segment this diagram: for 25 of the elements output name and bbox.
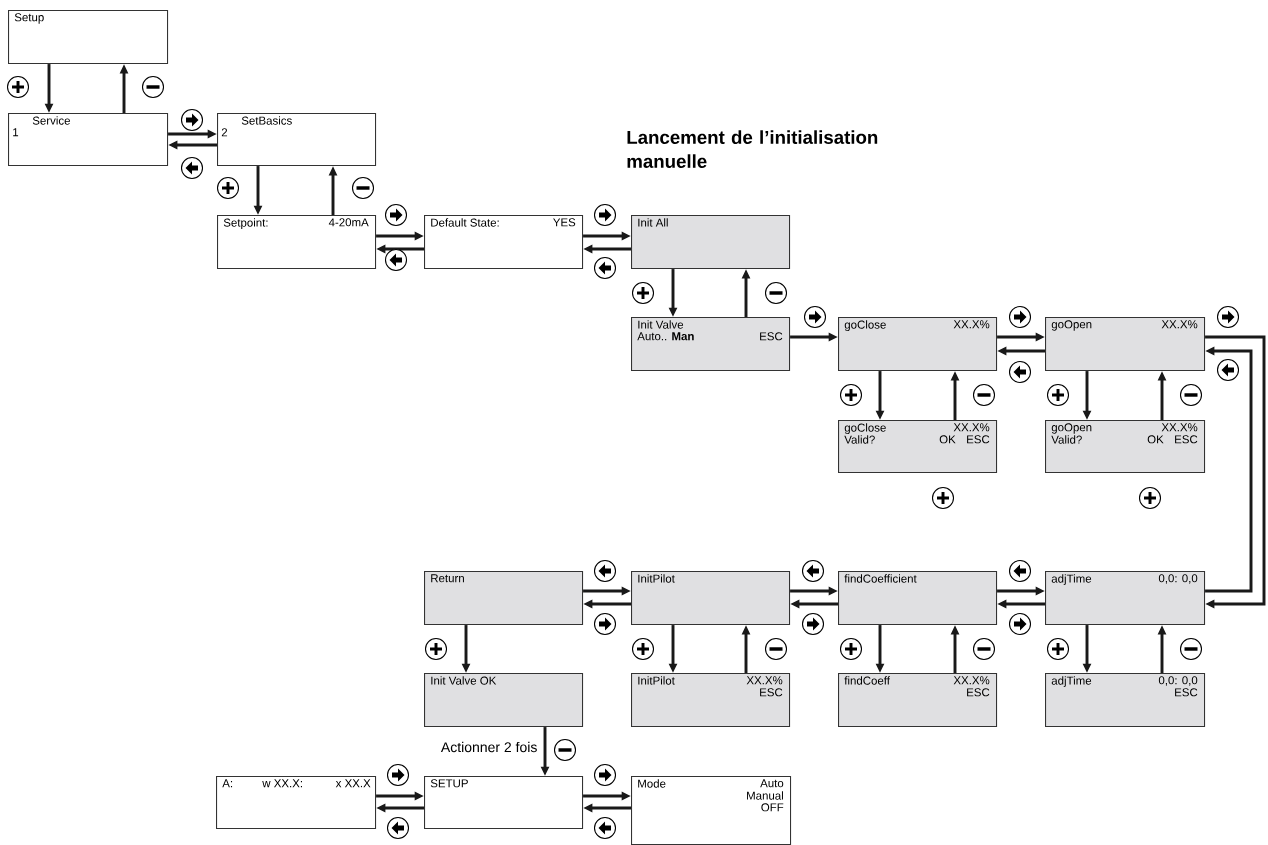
display-box: Default State: YES: [424, 215, 584, 270]
display-box: Setpoint: 4-20mA: [217, 215, 377, 270]
display-box: SetBasics 2: [217, 113, 377, 167]
display-box: A: w XX.X: x XX.X: [216, 776, 377, 830]
heading: Lancement de l’initialisation manuelle: [627, 130, 878, 168]
display-box: SETUP: [424, 776, 584, 830]
display-box: Return: [424, 571, 584, 626]
display-box: Init All: [631, 215, 791, 270]
display-box: InitPilot XX.X% ESC: [631, 673, 791, 728]
display-box: Setup: [8, 10, 169, 65]
display-box: adjTime 0,0: 0,0 ESC: [1045, 673, 1206, 728]
arrow: [1205, 335, 1266, 609]
display-box: Service 1: [8, 113, 169, 167]
display-box: findCoefficient: [838, 571, 998, 626]
edge-label: Actionner 2 fois: [439, 740, 539, 754]
display-box: findCoeff XX.X% ESC: [838, 673, 998, 728]
display-box: adjTime 0,0: 0,0: [1045, 571, 1206, 626]
display-box: Init Valve Auto.. Man ESC: [631, 317, 791, 372]
display-box: goClose XX.X% Valid? OK ESC: [838, 420, 998, 474]
display-box: goClose XX.X%: [838, 317, 998, 372]
display-box: goOpen XX.X%: [1045, 317, 1206, 372]
display-box: InitPilot: [631, 571, 791, 626]
display-box: Init Valve OK: [424, 673, 584, 728]
display-box: Mode Auto Manual OFF: [631, 776, 792, 845]
display-box: goOpen XX.X% Valid? OK ESC: [1045, 420, 1206, 474]
